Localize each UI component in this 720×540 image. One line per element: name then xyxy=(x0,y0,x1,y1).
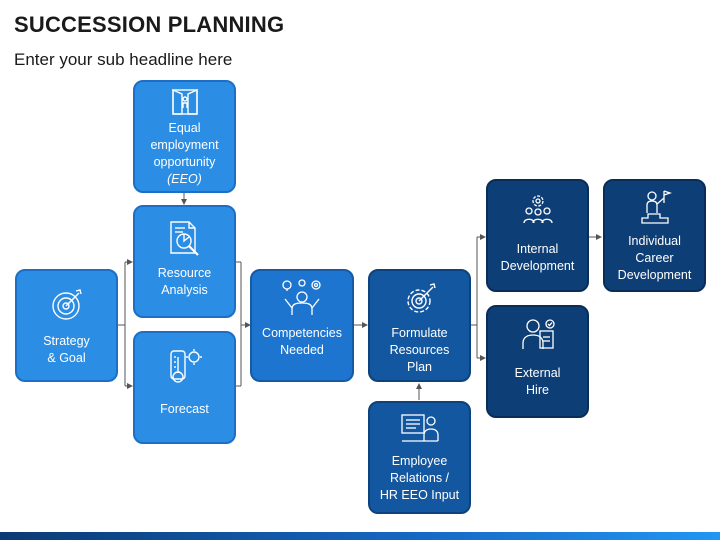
node-formulate[interactable]: Formulate Resources Plan xyxy=(368,269,471,382)
node-eeo-sub: (EEO) xyxy=(167,172,202,186)
footer-bar xyxy=(0,532,720,540)
node-external-hire-label: External Hire xyxy=(514,366,561,397)
node-competencies[interactable]: Competencies Needed xyxy=(250,269,354,382)
node-competencies-label: Competencies Needed xyxy=(262,326,342,357)
node-internal-development[interactable]: Internal Development xyxy=(486,179,589,292)
thermometer-icon xyxy=(169,349,202,383)
node-individual-career-label: Individual Career Development xyxy=(617,234,692,282)
node-strategy-goal[interactable]: Strategy & Goal xyxy=(15,269,118,382)
person-resume-icon xyxy=(521,319,555,349)
team-gear-icon xyxy=(522,195,553,224)
node-eeo-label: Equal employment opportunity xyxy=(150,121,219,169)
node-employee-relations-label: Employee Relations / HR EEO Input xyxy=(379,454,460,502)
node-eeo[interactable]: Equal employment opportunity (EEO) xyxy=(133,80,236,193)
person-flag-icon xyxy=(640,190,672,224)
page-title: SUCCESSION PLANNING xyxy=(14,12,285,37)
node-individual-career[interactable]: Individual Career Development xyxy=(603,179,706,292)
presenter-icon xyxy=(400,414,439,442)
target-icon xyxy=(51,289,82,320)
node-employee-relations[interactable]: Employee Relations / HR EEO Input xyxy=(368,401,471,514)
node-resource-analysis-label: Resource Analysis xyxy=(157,266,212,297)
door-icon xyxy=(171,88,198,115)
node-strategy-goal-label: Strategy & Goal xyxy=(43,334,90,365)
node-internal-development-label: Internal Development xyxy=(500,242,575,273)
node-forecast-label: Forecast xyxy=(160,402,209,416)
node-formulate-label: Formulate Resources Plan xyxy=(389,326,450,374)
person-ideas-icon xyxy=(282,279,321,315)
node-forecast[interactable]: Forecast xyxy=(133,331,236,444)
gear-target-icon xyxy=(406,283,436,313)
page-subtitle: Enter your sub headline here xyxy=(14,50,233,69)
node-external-hire[interactable]: External Hire xyxy=(486,305,589,418)
document-search-icon xyxy=(169,221,199,256)
node-resource-analysis[interactable]: Resource Analysis xyxy=(133,205,236,318)
